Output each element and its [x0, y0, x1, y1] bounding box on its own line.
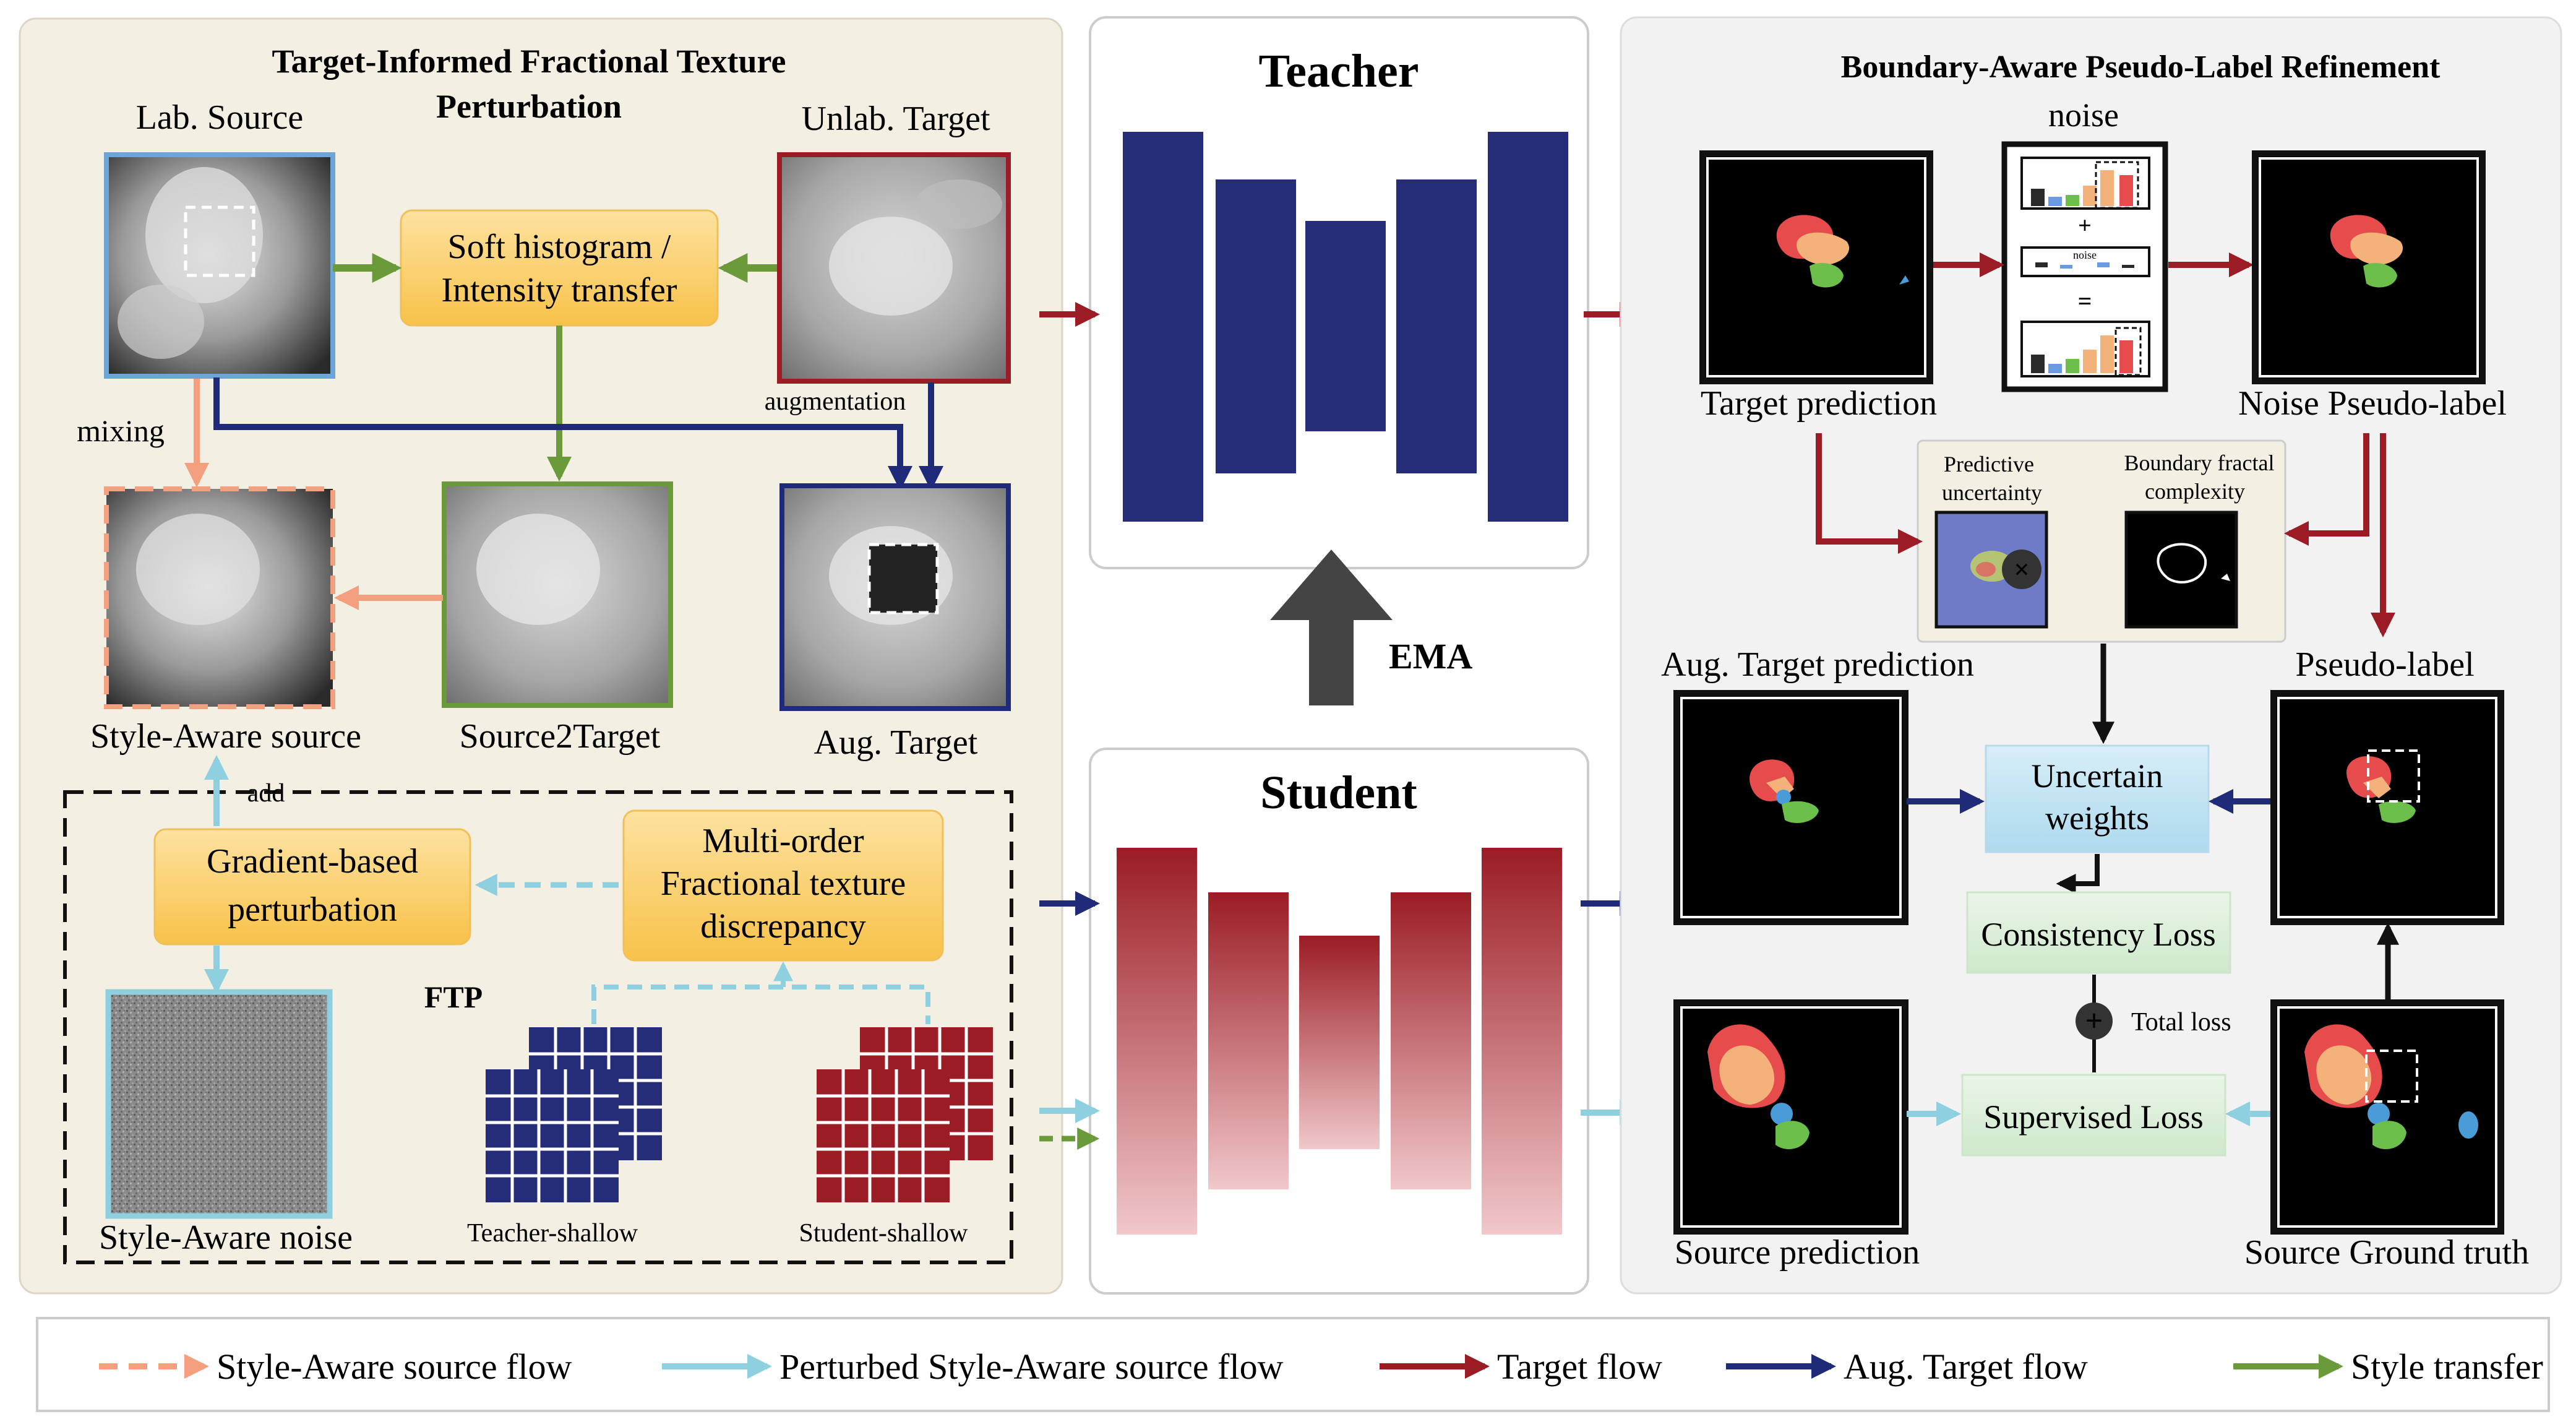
source-prediction-label: Source prediction	[1675, 1233, 1920, 1272]
boundary-line1: Boundary fractal	[2124, 451, 2275, 475]
style-aware-noise-label: Style-Aware noise	[99, 1218, 353, 1257]
noise-label: noise	[2048, 97, 2119, 134]
left-panel: Target-Informed Fractional Texture Pertu…	[19, 17, 1063, 1295]
target-prediction-image	[1699, 150, 1933, 384]
legend-label-1: Perturbed Style-Aware source flow	[779, 1347, 1284, 1387]
supervised-loss-box: Supervised Loss	[1961, 1074, 2226, 1157]
soft-histogram-line1: Soft histogram /	[448, 228, 671, 266]
ema-label: EMA	[1389, 636, 1472, 676]
aug-target-flow-arrow-source	[213, 377, 912, 491]
legend-label-0: Style-Aware source flow	[217, 1347, 572, 1387]
boundary-complexity-image	[2124, 511, 2238, 629]
soft-histogram-line2: Intensity transfer	[442, 271, 677, 309]
style-aware-noise-image	[105, 989, 333, 1219]
weights-to-consistency-arrow	[2056, 854, 2100, 894]
multi-order-line1: Multi-order	[702, 822, 864, 860]
svg-text:+: +	[2085, 1003, 2103, 1038]
unlab-target-label: Unlab. Target	[801, 100, 990, 138]
multi-order-line2: Fractional texture	[661, 864, 906, 903]
left-panel-title-line1: Target-Informed Fractional Texture	[272, 43, 786, 80]
uncertain-weights-box: Uncertain weights	[1985, 744, 2210, 853]
soft-histogram-box: Soft histogram / Intensity transfer	[400, 209, 719, 327]
uncertainty-box: Predictive uncertainty Boundary fractal …	[1917, 439, 2286, 643]
teacher-shallow-label: Teacher-shallow	[467, 1219, 638, 1248]
consistency-loss-label: Consistency Loss	[1981, 916, 2216, 953]
gradient-line1: Gradient-based	[207, 842, 418, 881]
add-label: add	[247, 779, 285, 808]
middle-panel: Teacher EMA Student	[1039, 16, 1644, 1295]
right-panel: Boundary-Aware Pseudo-Label Refinement n…	[1620, 16, 2562, 1295]
equals-sign: =	[2078, 287, 2092, 315]
source-ground-truth-image	[2270, 999, 2504, 1235]
left-panel-title-line2: Perturbation	[436, 88, 622, 125]
plus-sign: +	[2078, 213, 2092, 239]
source-prediction-image	[1673, 999, 1908, 1235]
noise-pseudo-label-label: Noise Pseudo-label	[2238, 384, 2507, 423]
total-loss-label: Total loss	[2131, 1008, 2231, 1037]
legend-label-4: Style transfer	[2351, 1347, 2543, 1387]
student-shallow-grid	[817, 1027, 993, 1202]
target-to-uncertainty-arrow	[1816, 433, 1923, 554]
teacher-label: Teacher	[1259, 45, 1419, 97]
lab-source-label: Lab. Source	[136, 98, 304, 137]
source2target-label: Source2Target	[460, 717, 661, 756]
source-ground-truth-label: Source Ground truth	[2244, 1233, 2529, 1272]
shallow-connector	[591, 985, 930, 1024]
svg-text:×: ×	[2014, 554, 2029, 585]
student-network	[1117, 848, 1562, 1235]
boundary-line2: complexity	[2145, 479, 2245, 504]
ftp-label: FTP	[424, 980, 483, 1014]
predictive-line2: uncertainty	[1942, 480, 2042, 505]
sum-icon	[2076, 1002, 2113, 1040]
predictive-line1: Predictive	[1944, 452, 2034, 476]
legend: Style-Aware source flow Perturbed Style-A…	[36, 1317, 2550, 1412]
style-aware-source-image	[104, 486, 335, 709]
unlab-target-image	[777, 152, 1011, 384]
teacher-shallow-grid	[486, 1027, 662, 1202]
noise-histogram-box: + noise =	[2001, 141, 2168, 392]
student-label: Student	[1260, 767, 1417, 819]
aug-target-prediction-label: Aug. Target prediction	[1661, 645, 1974, 684]
multi-order-box: Multi-order Fractional texture discrepan…	[622, 809, 944, 962]
consistency-loss-box: Consistency Loss	[1966, 891, 2231, 974]
target-prediction-label: Target prediction	[1701, 384, 1937, 423]
noise-pseudo-label-image	[2252, 150, 2486, 384]
aug-target-prediction-image	[1673, 690, 1908, 925]
lab-source-image	[104, 152, 335, 379]
augmentation-label: augmentation	[765, 387, 906, 416]
pseudo-label-image	[2270, 690, 2504, 925]
style-aware-source-label: Style-Aware source	[90, 717, 361, 756]
ftp-region	[63, 790, 1013, 1264]
multi-order-line3: discrepancy	[700, 907, 865, 946]
pseudo-to-boundary-arrow	[2284, 433, 2369, 546]
legend-label-2: Target flow	[1497, 1347, 1662, 1387]
legend-label-3: Aug. Target flow	[1844, 1347, 2088, 1387]
pseudo-label-label: Pseudo-label	[2295, 645, 2474, 684]
source2target-image	[442, 481, 673, 708]
gradient-perturbation-box: Gradient-based perturbation	[153, 828, 471, 946]
multiply-icon	[2002, 550, 2041, 589]
ema-arrow	[1270, 550, 1393, 705]
right-panel-title: Boundary-Aware Pseudo-Label Refinement	[1841, 50, 2441, 85]
supervised-loss-label: Supervised Loss	[1983, 1098, 2203, 1136]
uncertain-line1: Uncertain	[2032, 757, 2163, 795]
gradient-line2: perturbation	[228, 890, 397, 929]
noise-small-label: noise	[2073, 249, 2097, 261]
uncertain-line2: weights	[2045, 800, 2149, 837]
aug-target-image	[779, 483, 1011, 711]
teacher-network	[1123, 132, 1568, 522]
mixing-label: mixing	[77, 413, 165, 448]
aug-target-label: Aug. Target	[814, 723, 978, 762]
student-shallow-label: Student-shallow	[799, 1219, 969, 1248]
